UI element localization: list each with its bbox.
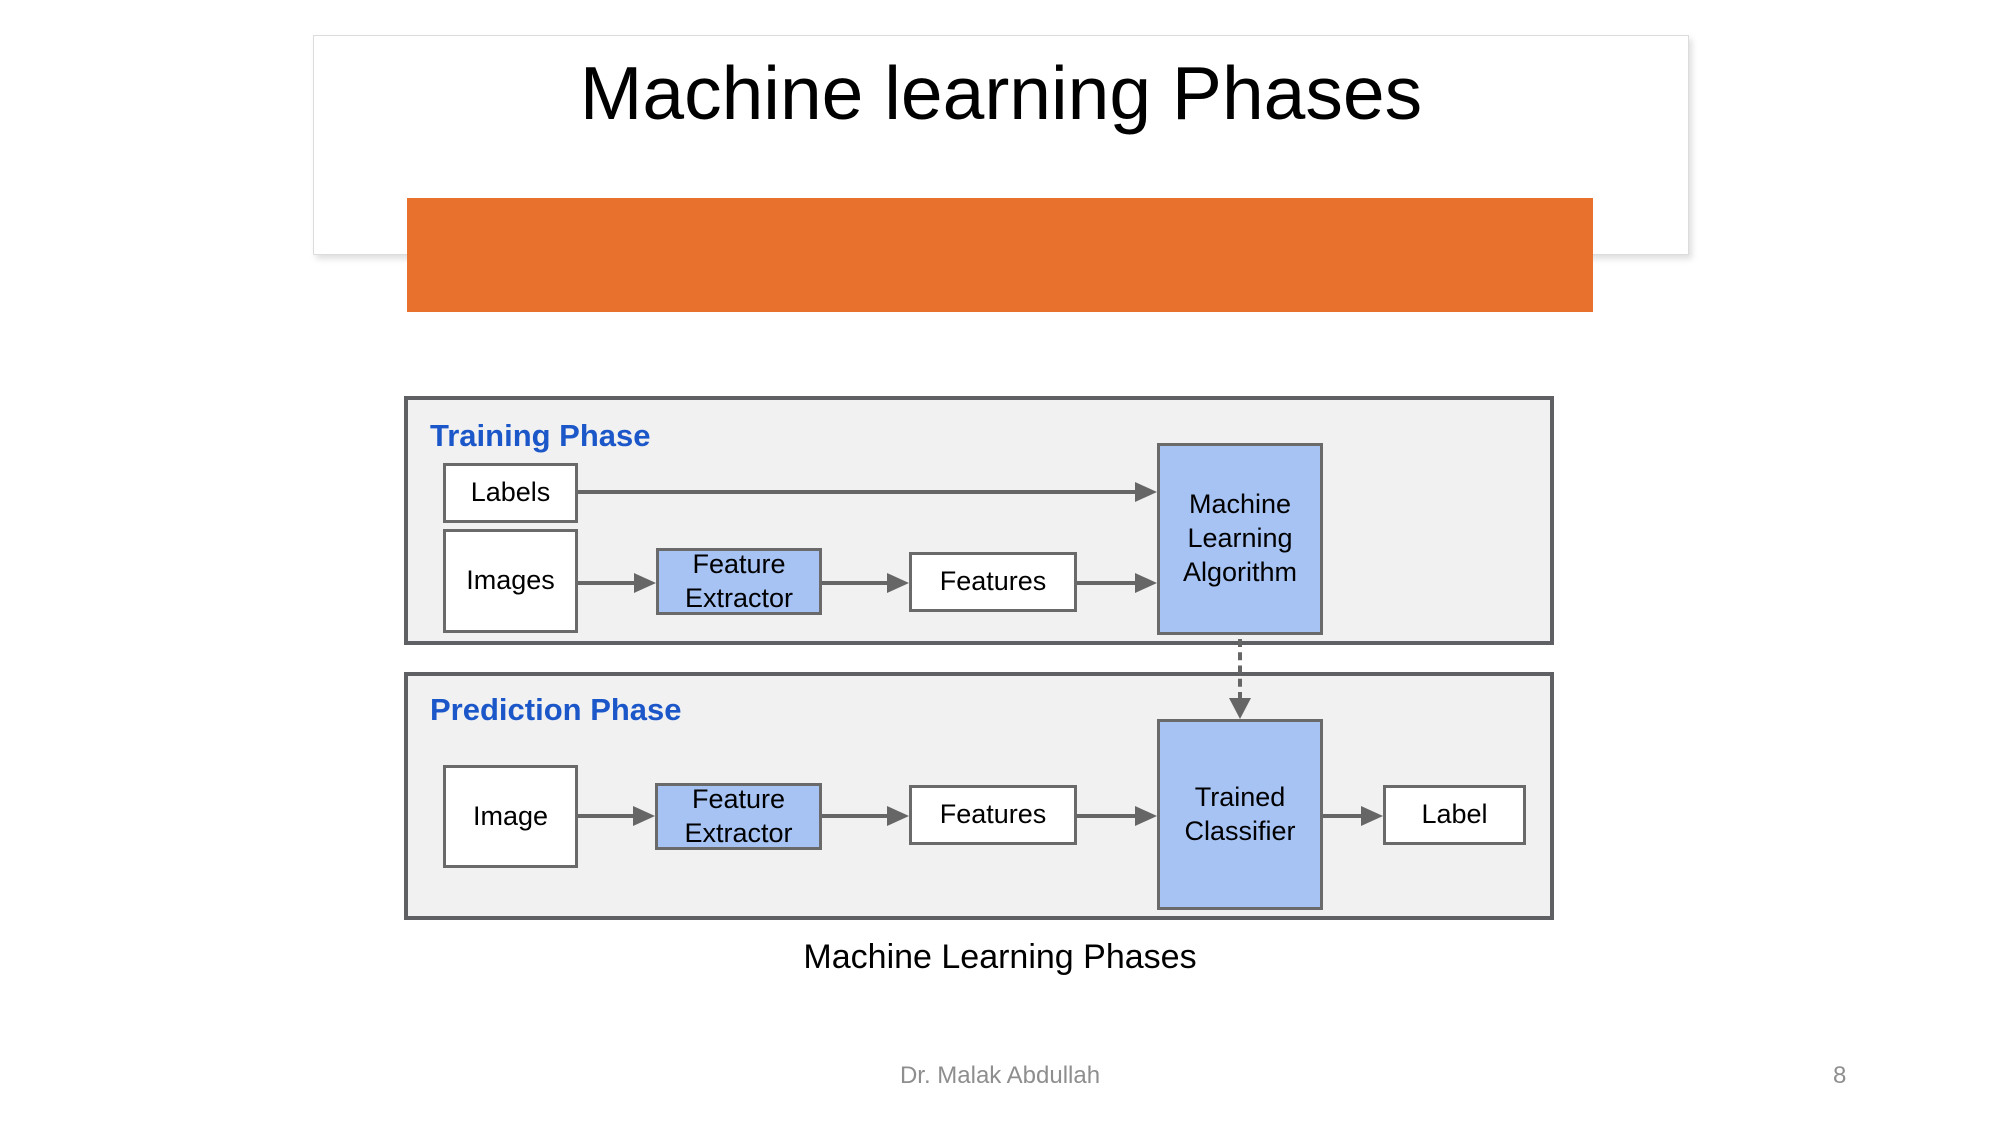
footer-author: Dr. Malak Abdullah (899, 1062, 1101, 1089)
arrow-labels-to-algorithm-line (578, 490, 1135, 494)
arrow-extractor-to-features2-head-icon (887, 806, 909, 826)
arrow-extractor-to-features-head-icon (887, 573, 909, 593)
arrow-classifier-to-label-line (1323, 814, 1361, 818)
label-node: Label (1383, 785, 1526, 845)
diagram-caption: Machine Learning Phases (803, 938, 1197, 976)
arrow-labels-to-algorithm-head-icon (1135, 482, 1157, 502)
arrow-classifier-to-label-head-icon (1361, 806, 1383, 826)
arrow-image-to-extractor-head-icon (633, 806, 655, 826)
images-node: Images (443, 529, 578, 633)
arrow-image-to-extractor-line (578, 814, 633, 818)
slide-title: Machine learning Phases (579, 51, 1423, 135)
training-features-node: Features (909, 552, 1077, 612)
arrow-features-to-classifier-line (1077, 814, 1135, 818)
arrow-images-to-extractor-head-icon (634, 573, 656, 593)
training-phase-title: Training Phase (430, 418, 651, 453)
arrow-features-to-classifier-head-icon (1135, 806, 1157, 826)
arrow-features-to-algorithm-line (1077, 581, 1135, 585)
dashed-connector-line (1238, 639, 1242, 700)
accent-bar (407, 198, 1593, 312)
footer-page-number: 8 (1833, 1062, 1847, 1089)
image-node: Image (443, 765, 578, 868)
prediction-phase-title: Prediction Phase (430, 692, 682, 727)
prediction-features-node: Features (909, 785, 1077, 845)
dashed-connector-head-icon (1229, 698, 1251, 719)
arrow-extractor-to-features-line (822, 581, 887, 585)
labels-node: Labels (443, 463, 578, 523)
training-feature-extractor-node: Feature Extractor (656, 548, 822, 615)
training-phase-panel: Training Phase Labels Images Feature Ext… (404, 396, 1554, 645)
ml-algorithm-node: Machine Learning Algorithm (1157, 443, 1323, 635)
prediction-phase-panel: Prediction Phase Image Feature Extractor… (404, 672, 1554, 920)
arrow-images-to-extractor-line (578, 581, 634, 585)
arrow-features-to-algorithm-head-icon (1135, 573, 1157, 593)
prediction-feature-extractor-node: Feature Extractor (655, 783, 822, 850)
trained-classifier-node: Trained Classifier (1157, 719, 1323, 910)
arrow-extractor-to-features2-line (822, 814, 887, 818)
